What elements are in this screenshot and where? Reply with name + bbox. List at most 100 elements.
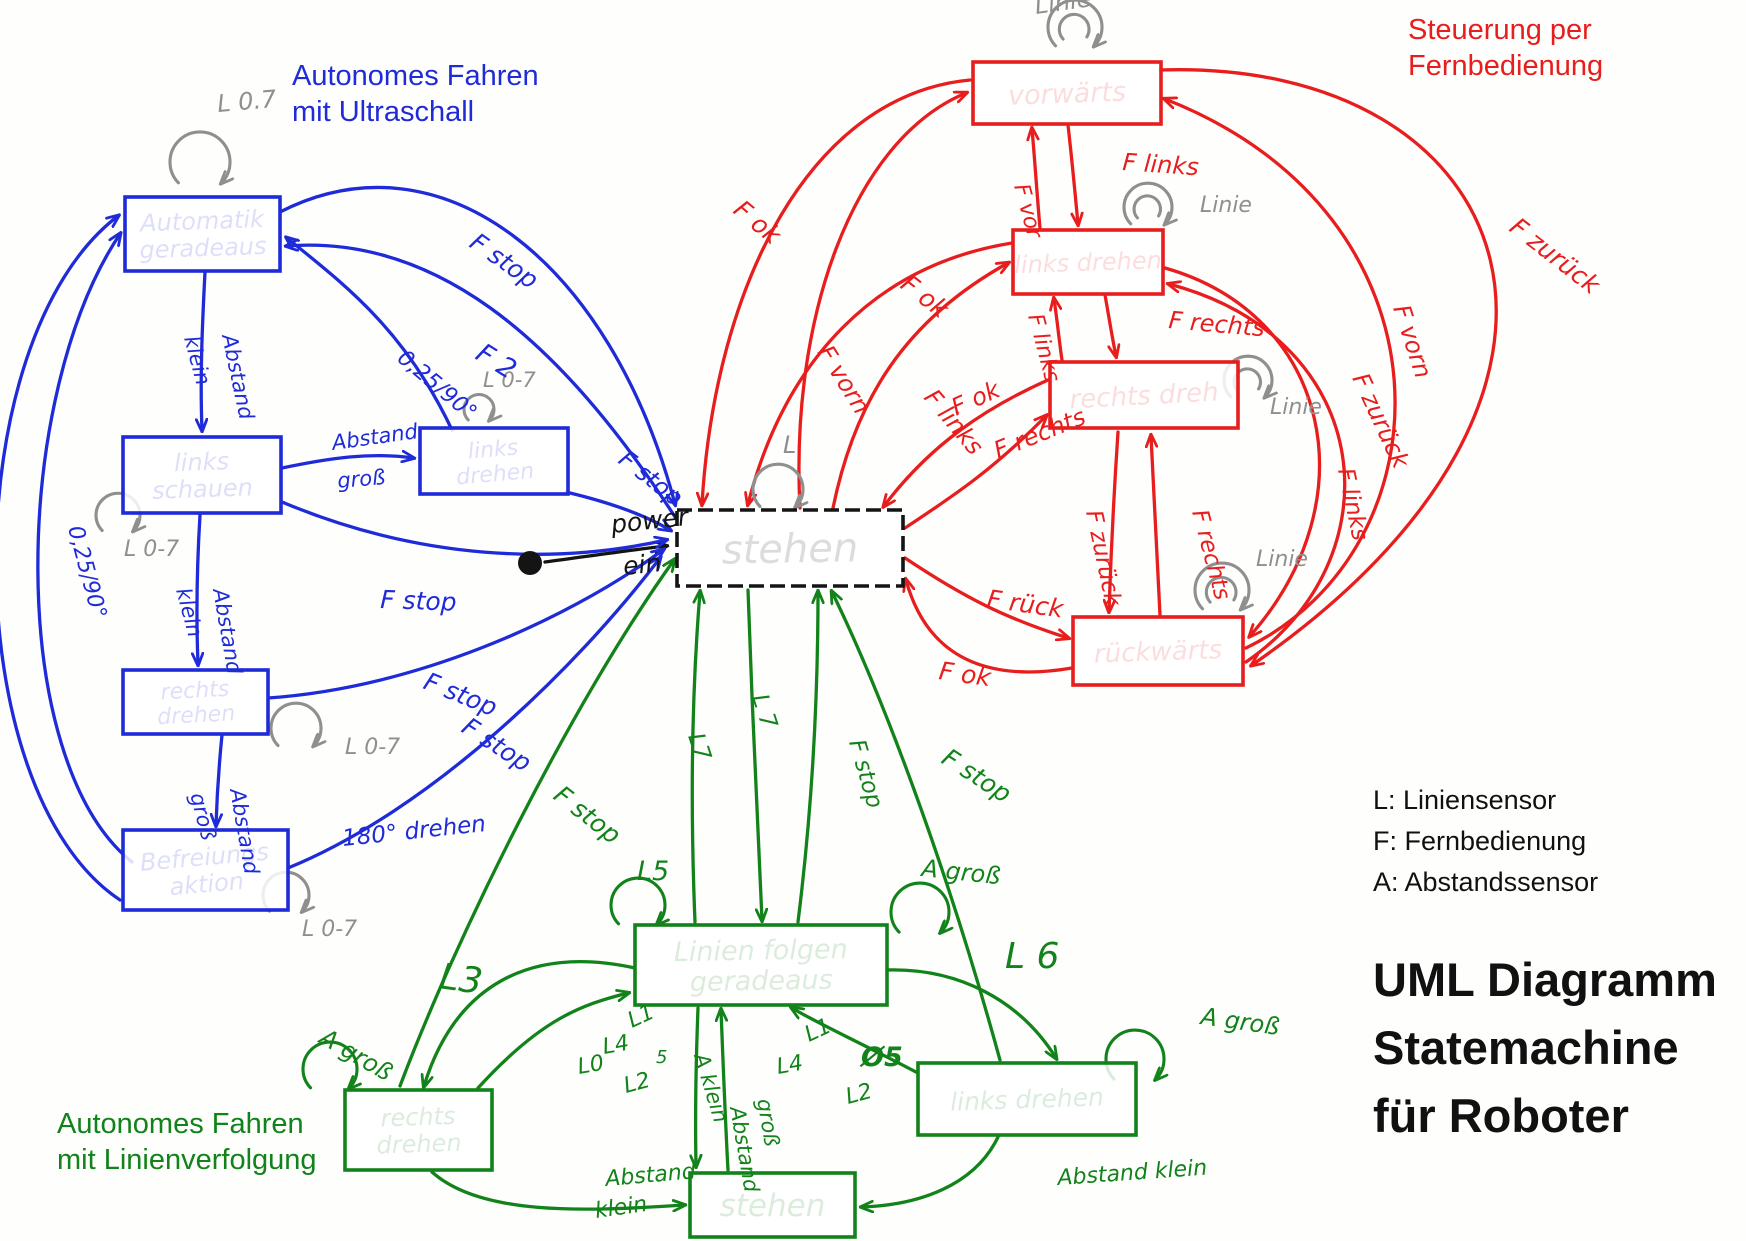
heading-line: Autonomes Fahren bbox=[57, 1108, 304, 1140]
edge-label: F stop bbox=[420, 667, 502, 722]
edge-label: F zurück bbox=[1080, 508, 1126, 610]
transition-rechtsdreh-to-rueckwaerts-fzurueck bbox=[1109, 430, 1120, 611]
edge-label: L bbox=[783, 431, 796, 459]
legend-line-f: F: Fernbedienung bbox=[1373, 826, 1587, 856]
loop-rueckwaerts bbox=[1193, 561, 1249, 609]
transition-linksschauen-to-stehen-fstop bbox=[280, 500, 666, 556]
heading-fernbedienung: Steuerung per Fernbedienung bbox=[1408, 12, 1603, 84]
transition-linksdrehenrot-to-rechtsdreh-frechts bbox=[1103, 293, 1116, 356]
transition-rechtsdreh-to-linksdrehenrot-flinks bbox=[1054, 299, 1064, 362]
edge-label: F ok bbox=[895, 269, 955, 325]
heading-linienverfolgung: Autonomes Fahren mit Linienverfolgung bbox=[57, 1106, 317, 1178]
edge-label: 0,25/90° bbox=[62, 523, 111, 622]
state-box bbox=[688, 1171, 857, 1239]
edge-label: Linie bbox=[1200, 193, 1252, 218]
transition-linksschauen-to-rechtsdrehen-abstand-klein bbox=[197, 513, 200, 664]
loop-links-drehen-blau bbox=[462, 392, 494, 419]
edge-label: F vorn bbox=[812, 340, 876, 419]
edge-label: L7 bbox=[682, 730, 715, 764]
loop-rechts-drehen-blau bbox=[269, 701, 321, 745]
transition-linksdrehenrot-to-vorwaerts-fvor bbox=[1032, 129, 1042, 230]
edge-label: F stop bbox=[548, 780, 626, 850]
transition-rechtsdrehen-to-befreiung-abstand-gross bbox=[216, 733, 224, 825]
edge-label: F ok bbox=[947, 375, 1005, 421]
heading-line: mit Linienverfolgung bbox=[57, 1144, 317, 1176]
transition-rechtsdrehen-to-stehen-fstop bbox=[266, 550, 663, 700]
heading-ultraschall: Autonomes Fahren mit Ultraschall bbox=[292, 58, 539, 130]
edge-label: Abstand bbox=[208, 585, 247, 677]
transition-linksdrehengruen-to-stehengruen-abstand-klein bbox=[862, 1135, 1000, 1207]
edge-label: L4 bbox=[601, 1031, 631, 1060]
edge-label: L 0.7 bbox=[216, 85, 278, 118]
transition-automatik-to-linksschauen-abstand-klein bbox=[201, 270, 205, 430]
transition-linksdrehen-to-automatik-025-90 bbox=[287, 238, 454, 432]
heading-line: Fernbedienung bbox=[1408, 50, 1604, 82]
edge-label: 5 bbox=[656, 1047, 667, 1068]
edge-label: F rechts bbox=[990, 402, 1090, 464]
transition-automatik-to-stehen-fstop bbox=[278, 185, 675, 504]
transition-vorwaerts-to-linksdrehenrot-flinks bbox=[1066, 123, 1078, 224]
edge-label: groß bbox=[336, 465, 386, 493]
edge-label: L 0-7 bbox=[345, 735, 400, 760]
page-title: UML Diagramm Statemachine für Roboter bbox=[1373, 946, 1717, 1150]
edge-label: L3 bbox=[437, 956, 485, 1003]
edge-label: F ok bbox=[728, 194, 788, 251]
edge-label: F stop bbox=[937, 743, 1017, 809]
edge-label: 0,25/90° bbox=[392, 345, 481, 425]
edge-label: L2 bbox=[621, 1068, 653, 1099]
edge-label: klein bbox=[171, 585, 207, 640]
edge-label: F stop bbox=[843, 736, 887, 811]
state-box bbox=[123, 195, 282, 273]
title-line: Statemachine bbox=[1373, 1021, 1679, 1074]
edge-label: F zurück bbox=[1347, 369, 1416, 474]
sensor-legend: L: Liniensensor F: Fernbedienung A: Abst… bbox=[1373, 780, 1598, 903]
edge-label: Ø5 bbox=[859, 1042, 903, 1073]
edge-label: A groß bbox=[1197, 1002, 1281, 1041]
title-line: für Roboter bbox=[1373, 1089, 1629, 1142]
legend-line-l: L: Liniensensor bbox=[1373, 785, 1557, 815]
transition-befreiung-to-automatik-aussen bbox=[0, 216, 122, 902]
edge-label: Abstand bbox=[217, 330, 259, 422]
transition-linienfolgen-to-rechtsdrehengruen-l3 bbox=[424, 960, 637, 1086]
edge-label: F stop bbox=[465, 227, 544, 295]
edge-label: L2 bbox=[843, 1079, 875, 1110]
loop-stehen-black bbox=[751, 462, 803, 506]
transition-rueckwaerts-to-rechtsdreh-frechts bbox=[1151, 436, 1162, 617]
transition-stehen-to-rueckwaerts-frueck bbox=[903, 556, 1068, 638]
state-box bbox=[1011, 228, 1165, 296]
loop-linienfolgen-l5 bbox=[609, 876, 665, 924]
transition-vorwaerts-to-stehen-fok bbox=[702, 78, 972, 504]
loop-vorwaerts bbox=[1046, 0, 1102, 46]
state-box bbox=[343, 1088, 494, 1172]
edge-label: klein bbox=[593, 1192, 648, 1224]
edge-label: Abstand bbox=[602, 1159, 697, 1192]
transition-linksdrehengruen-to-stehen-fstop bbox=[832, 592, 1002, 1062]
loop-linienfolgen-agross bbox=[889, 881, 949, 932]
transition-stehen-to-linksdrehenrot-flinks bbox=[831, 263, 1008, 510]
initial-state-dot bbox=[518, 551, 542, 575]
loop-links-drehen-rot bbox=[1122, 181, 1172, 224]
transition-stehen-to-linienfolgen bbox=[746, 588, 762, 920]
edge-label: klein bbox=[179, 333, 215, 388]
loop-rechts-drehen-gruen bbox=[301, 1040, 357, 1088]
state-box bbox=[418, 426, 570, 496]
loop-links-schauen bbox=[94, 491, 140, 530]
edge-label: L4 bbox=[775, 1051, 805, 1080]
edge-label: Abstand bbox=[328, 419, 420, 455]
transition-linksdrehengruen-to-linienfolgen bbox=[792, 1008, 918, 1074]
transition-rechtsdreh-to-stehen-fok bbox=[884, 378, 1050, 506]
transition-linienfolgen-to-linksdrehengruen-l6 bbox=[885, 968, 1056, 1058]
edge-label: F links bbox=[1122, 148, 1200, 181]
transition-rechtsdrehengruen-to-stehen-fstop bbox=[398, 560, 674, 1088]
transition-linksdrehen-to-stehen-fstop bbox=[564, 490, 670, 530]
edge-label: L 0-7 bbox=[124, 537, 179, 562]
transition-rueckwaerts-to-stehen-fok bbox=[906, 580, 1074, 674]
state-box bbox=[675, 508, 905, 588]
transition-linienfolgen-to-stehengruen-a-klein bbox=[696, 1006, 698, 1166]
edge-label: L1 bbox=[801, 1014, 835, 1048]
edge-label: L0 bbox=[576, 1051, 606, 1080]
edge-label: groß bbox=[752, 1097, 784, 1148]
state-box bbox=[121, 668, 270, 736]
